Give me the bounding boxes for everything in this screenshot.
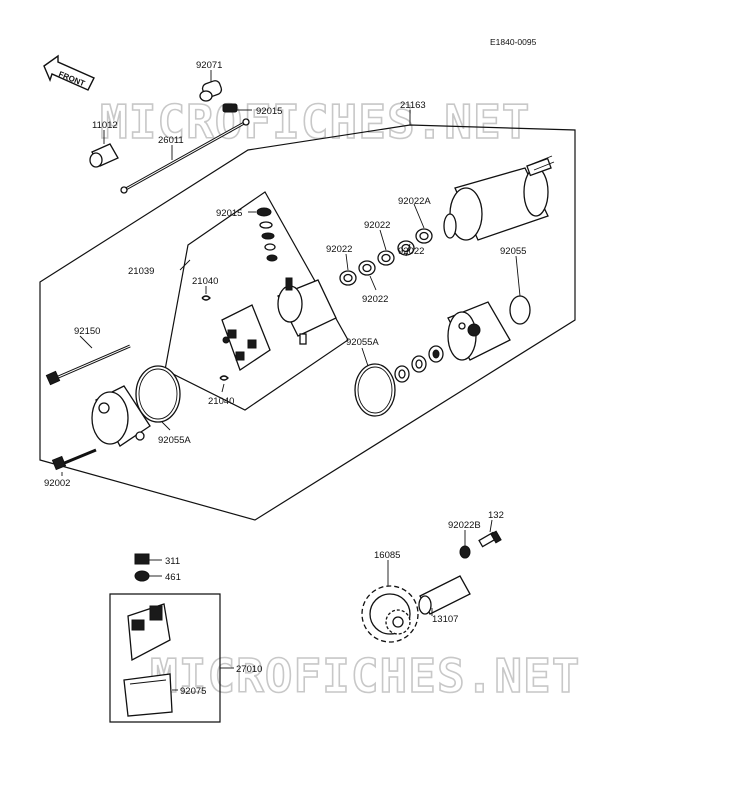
label-92055A-right: 92055A <box>346 337 379 348</box>
label-461: 461 <box>165 572 181 583</box>
part-92015-stack <box>256 207 278 262</box>
label-27010: 27010 <box>236 664 262 675</box>
front-arrow-icon: FRONT <box>43 54 95 91</box>
oring-inner <box>357 366 393 414</box>
label-92150: 92150 <box>74 326 100 337</box>
part-13107-shaft <box>418 575 471 615</box>
label-92022-b: 92022 <box>326 244 352 255</box>
label-16085: 16085 <box>374 550 400 561</box>
leader-lines <box>61 70 521 691</box>
label-92002: 92002 <box>44 478 70 489</box>
part-end-cover-right <box>447 301 511 361</box>
label-92022-d: 92022 <box>362 294 388 305</box>
part-92002-bolt <box>51 448 97 471</box>
label-26011: 26011 <box>158 135 184 146</box>
watermark-top: MICROFICHES.NET <box>100 95 530 149</box>
label-92055A-left: 92055A <box>158 435 191 446</box>
part-11012-cap <box>89 143 119 168</box>
label-92071: 92071 <box>196 60 222 71</box>
label-92022-c: 92022 <box>398 246 424 257</box>
part-21040-springs <box>201 295 229 381</box>
part-92055A-oring-right <box>354 363 396 417</box>
label-21039: 21039 <box>128 266 154 277</box>
part-washers-92022 <box>339 228 433 286</box>
part-92022B-washer <box>459 545 471 559</box>
label-13107: 13107 <box>432 614 458 625</box>
diagram-code: E1840-0095 <box>490 37 537 47</box>
part-92015-nut-top <box>222 103 238 113</box>
label-132: 132 <box>488 510 504 521</box>
label-92055: 92055 <box>500 246 526 257</box>
label-92022B: 92022B <box>448 520 481 531</box>
label-92075: 92075 <box>180 686 206 697</box>
label-92015-top: 92015 <box>256 106 282 117</box>
part-92150-bolt <box>45 344 131 386</box>
oring-left-inner <box>138 368 178 420</box>
label-92022A: 92022A <box>398 196 431 207</box>
part-92055-oring <box>509 295 531 325</box>
part-brush-holder <box>277 277 337 345</box>
part-end-cover-left <box>91 385 151 447</box>
label-92015-mid: 92015 <box>216 208 242 219</box>
part-armature-body <box>443 155 555 241</box>
part-16085-gear <box>361 585 419 643</box>
label-92022-a: 92022 <box>364 220 390 231</box>
label-21163: 21163 <box>400 100 426 111</box>
part-washers-lower <box>394 345 444 383</box>
part-brush-plate <box>221 304 271 372</box>
part-92055A-oring-left <box>135 365 181 423</box>
label-311: 311 <box>165 556 180 567</box>
part-92071-cap <box>199 80 223 102</box>
label-21040-top: 21040 <box>192 276 218 287</box>
part-311-nut <box>134 553 150 565</box>
label-21040-bottom: 21040 <box>208 396 234 407</box>
label-11012: 11012 <box>92 120 118 131</box>
watermark-bottom: MICROFICHES.NET <box>150 649 580 703</box>
part-132-bolt <box>478 530 502 548</box>
starter-assembly-outline <box>39 124 576 521</box>
part-27010-relay <box>127 603 171 662</box>
part-461-washer <box>134 570 150 582</box>
brush-holder-outline <box>164 191 349 411</box>
relay-box-outline <box>109 593 221 723</box>
part-26011-rod <box>120 118 250 194</box>
part-92075-cover <box>123 673 173 717</box>
